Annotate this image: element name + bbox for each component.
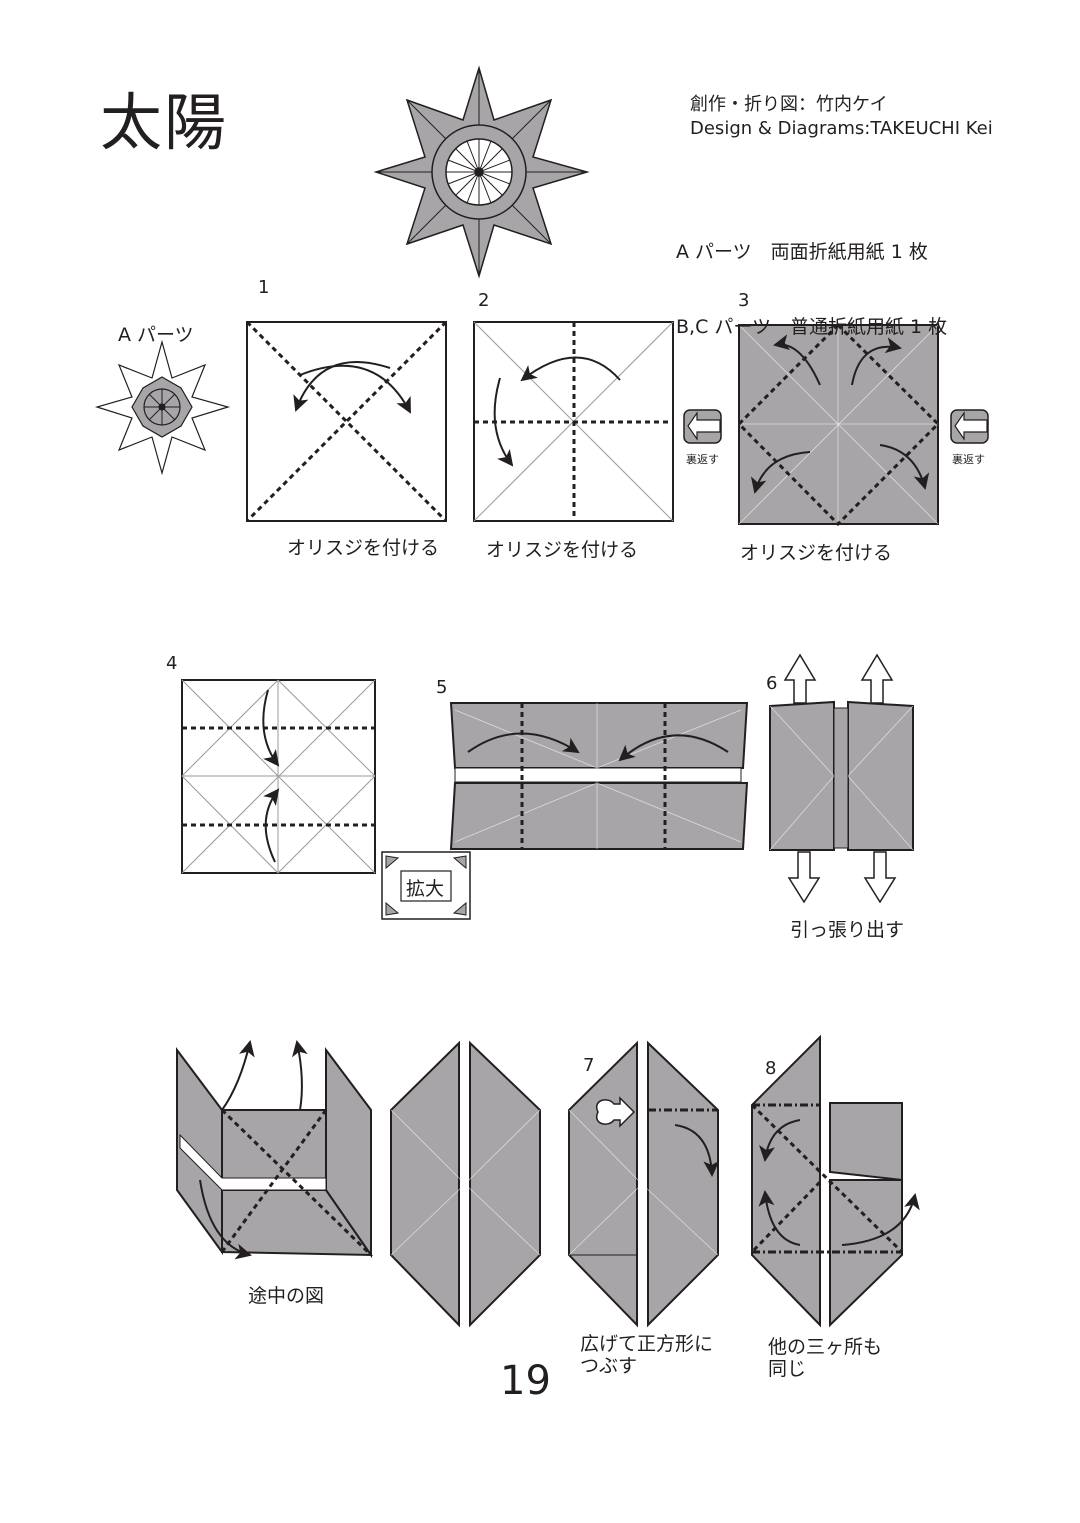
step-6-diagram	[769, 653, 914, 904]
zoom-icon	[381, 851, 471, 920]
step-5-diagram	[449, 702, 749, 850]
step-number-1: 1	[258, 277, 270, 298]
step-number-3: 3	[738, 290, 750, 311]
turn-over-icon	[683, 409, 722, 444]
step-number-4: 4	[166, 653, 178, 674]
step-number-6: 6	[766, 673, 778, 694]
turn-over-icon-2	[950, 409, 989, 444]
caption-step-2: オリスジを付ける	[486, 539, 639, 561]
caption-step-7: 広げて正方形に つぶす	[580, 1333, 714, 1377]
caption-step-1: オリスジを付ける	[287, 537, 440, 559]
hexagon-diagram	[390, 1040, 541, 1328]
turn-over-label-2: 裏返す	[952, 453, 985, 466]
caption-step-6: 引っ張り出す	[790, 919, 905, 941]
turn-over-label: 裏返す	[686, 453, 719, 466]
step-number-2: 2	[478, 290, 490, 311]
page-title: 太陽	[100, 86, 229, 159]
parts-bc-line: B,C パーツ 普通折紙用紙 1 枚	[676, 316, 948, 338]
step-1-diagram	[245, 320, 448, 523]
page-number: 19	[500, 1358, 551, 1404]
step-2-diagram	[473, 321, 674, 522]
credit-japanese: 創作・折り図：竹内ケイ	[690, 94, 888, 115]
caption-step-3: オリスジを付ける	[740, 542, 893, 564]
part-a-label: A パーツ	[118, 324, 194, 346]
caption-step-8: 他の三ヶ所も 同じ	[768, 1336, 883, 1380]
part-a-star-icon	[94, 339, 231, 476]
step-number-8: 8	[765, 1058, 777, 1079]
step-number-7: 7	[583, 1055, 595, 1076]
sun-model-illustration	[373, 65, 590, 279]
parts-a-line: A パーツ 両面折紙用紙 1 枚	[676, 241, 928, 263]
credit-english: Design & Diagrams:TAKEUCHI Kei	[690, 118, 993, 139]
step-number-5: 5	[436, 677, 448, 698]
step-4-diagram	[181, 679, 376, 874]
midway-diagram	[176, 1040, 373, 1260]
parts-list: A パーツ 両面折紙用紙 1 枚 B,C パーツ 普通折紙用紙 1 枚	[676, 190, 947, 365]
zoom-label: 拡大	[406, 878, 445, 900]
step-7-diagram	[568, 1040, 720, 1328]
step-3-diagram	[736, 322, 941, 527]
caption-midway: 途中の図	[248, 1285, 325, 1307]
credit-block: 創作・折り図：竹内ケイ Design & Diagrams:TAKEUCHI K…	[690, 93, 993, 141]
step-8-diagram	[750, 1034, 920, 1328]
